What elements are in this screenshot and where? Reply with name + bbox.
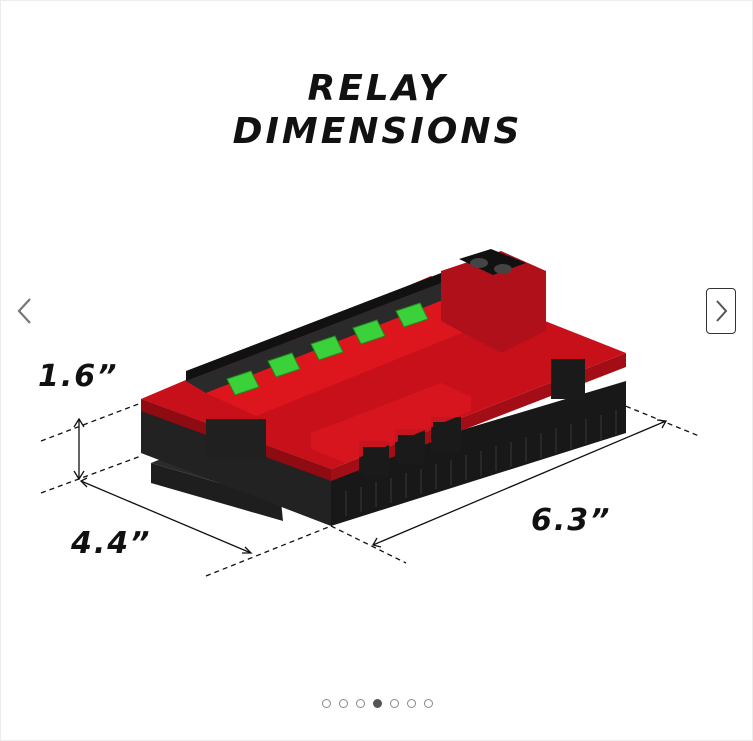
- carousel-pagination: [1, 699, 752, 708]
- title-line-2: DIMENSIONS: [232, 111, 523, 152]
- dimension-lines: [40, 395, 700, 577]
- height-dimension-label: 1.6”: [38, 359, 119, 394]
- green-dip-switches: [226, 302, 429, 396]
- length-dimension-label: 6.3”: [531, 503, 612, 538]
- next-image-button[interactable]: [706, 288, 736, 334]
- relay-housing: [141, 249, 626, 481]
- carousel-dot-1[interactable]: [322, 699, 331, 708]
- chevron-right-icon: [716, 300, 728, 322]
- title-line-1: RELAY: [307, 68, 448, 109]
- carousel-dot-6[interactable]: [407, 699, 416, 708]
- carousel-dot-5[interactable]: [390, 699, 399, 708]
- width-dimension-label: 4.4”: [71, 526, 152, 561]
- carousel-dot-2[interactable]: [339, 699, 348, 708]
- carousel-dot-4[interactable]: [373, 699, 382, 708]
- previous-image-button[interactable]: [9, 291, 41, 331]
- relay-base: [141, 381, 626, 526]
- carousel-dot-7[interactable]: [424, 699, 433, 708]
- carousel-dot-3[interactable]: [356, 699, 365, 708]
- chevron-left-icon: [17, 298, 31, 324]
